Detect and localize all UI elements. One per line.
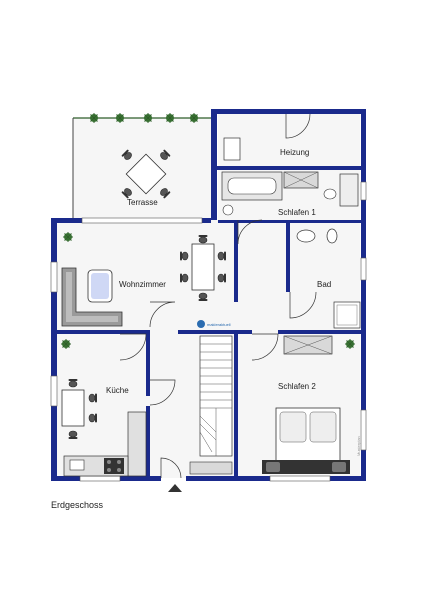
floor-caption: Erdgeschoss (51, 500, 104, 510)
logo-badge: makleraktuell (197, 318, 231, 330)
door-swings (119, 113, 317, 479)
room-label-schlafen1: Schlafen 1 (278, 208, 316, 217)
logo-icon (197, 320, 205, 328)
watermark: Musterplan (356, 436, 361, 456)
room-label-heizung: Heizung (280, 148, 310, 157)
room-label-bad: Bad (317, 280, 332, 289)
logo-text: makleraktuell (207, 321, 231, 327)
room-label-schlafen2: Schlafen 2 (278, 382, 316, 391)
staircase (189, 335, 233, 475)
bad-fixtures (296, 228, 361, 329)
heizung-fixtures (223, 137, 241, 161)
room-label-kueche: Küche (106, 386, 129, 395)
terrace-table (120, 148, 172, 200)
entrance-arrow (168, 484, 182, 492)
schlafen2-fixtures (262, 335, 356, 474)
terrace-railing (72, 112, 211, 218)
room-label-terrasse: Terrasse (127, 198, 158, 207)
kueche-fixtures (60, 338, 147, 477)
room-label-wohnzimmer: Wohnzimmer (119, 280, 166, 289)
schlafen1-fixtures (221, 171, 359, 216)
wohnzimmer-fixtures (61, 231, 227, 327)
windows (50, 181, 367, 482)
